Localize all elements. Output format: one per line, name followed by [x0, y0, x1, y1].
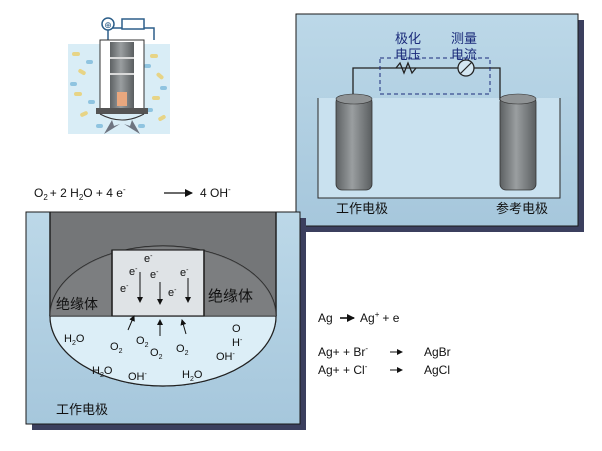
- reference-electrode-label: 参考电极: [496, 201, 548, 217]
- working-electrode-label: 工作电极: [336, 202, 388, 217]
- electron-label: e-: [168, 287, 177, 299]
- reference-electrode-rod: [499, 95, 537, 191]
- electron-label: e-: [144, 253, 153, 265]
- water-label: H2O: [92, 365, 113, 379]
- beaker: [317, 98, 561, 199]
- electron-labels: e- e- e- e- e- e-: [120, 253, 189, 299]
- insulator-left-label: 绝缘体: [56, 297, 98, 313]
- thumbnail-bubbles: [72, 52, 166, 121]
- water-label: H2O: [182, 369, 203, 383]
- electron-label: e-: [129, 266, 138, 278]
- polarization-label-line1: 极化: [395, 32, 421, 47]
- sensor-thumbnail: ⊕: [68, 17, 170, 134]
- solution-region: [49, 315, 277, 387]
- insulator-right-label: 绝缘体: [208, 287, 253, 305]
- silver-reaction-3-left: Ag+ + Cl-: [318, 362, 368, 377]
- silver-reaction-3-product: AgCl: [424, 363, 450, 377]
- oxygen-arrow-icon: [127, 315, 135, 331]
- working-electrode-rod: [335, 95, 373, 191]
- hydride-label: H-: [232, 337, 243, 349]
- water-label: H2O: [64, 333, 85, 347]
- oxygen-reduction-equation: O2+ 2 H2O + 4 e- 4 OH-: [34, 185, 231, 202]
- silver-reaction-1-left: Ag: [318, 311, 333, 325]
- oxygen-label: O2: [110, 341, 123, 355]
- electron-label: e-: [150, 269, 159, 281]
- electron-label: e-: [180, 267, 189, 279]
- silver-reaction-1-right: Ag++ e: [360, 310, 400, 325]
- electron-arrows: [137, 272, 191, 305]
- thumbnail-bubbles-blue: [70, 60, 167, 128]
- measurement-box: [379, 57, 491, 95]
- oxygen-atom-label: O: [232, 323, 241, 335]
- working-electrode-panel: e- e- e- e- e- e- 绝缘体 绝缘体 H2O H2O H2O O2…: [25, 211, 306, 430]
- thumbnail-circuit: [101, 17, 155, 40]
- resistor-icon: [395, 61, 417, 75]
- current-label-line1: 测量: [451, 32, 477, 47]
- electron-label: e-: [120, 283, 129, 295]
- circuit-wire: [352, 67, 501, 100]
- battery-icon: ⊕: [104, 20, 112, 30]
- polarization-label-line2: 电压: [395, 48, 421, 63]
- hydroxide-label: OH-: [128, 371, 148, 383]
- oxygen-label: O2: [150, 347, 163, 361]
- oxygen-label: O2: [176, 343, 189, 357]
- sensor-cathode: [117, 92, 127, 106]
- equation-text: O2+ 2 H2O + 4 e-: [34, 185, 126, 202]
- oxygen-label: O2: [136, 335, 149, 349]
- cathode-area: [111, 249, 205, 317]
- hydroxide-label: OH-: [216, 351, 236, 363]
- oxygen-arrows: [127, 315, 187, 336]
- silver-reaction-2-product: AgBr: [424, 345, 451, 359]
- species-labels: H2O H2O H2O O2 O2 O2 O2 O H- OH- OH-: [64, 323, 243, 383]
- silver-reactions: Ag Ag++ e Ag+ + Br- AgBr Ag+ + Cl- AgCl: [318, 310, 451, 377]
- sensor-membrane: [96, 108, 148, 114]
- working-electrode-caption: 工作电极: [56, 403, 108, 418]
- equation-product: 4 OH-: [200, 185, 231, 200]
- reference-cell-panel: 极化 电压 测量 电流 工作电极 参考电极: [295, 13, 584, 232]
- oxygen-flow-arrows: [104, 120, 140, 134]
- current-label-line2: 电流: [451, 48, 477, 63]
- silver-reaction-2-left: Ag+ + Br-: [318, 344, 368, 359]
- oxygen-arrow-icon: [180, 319, 187, 335]
